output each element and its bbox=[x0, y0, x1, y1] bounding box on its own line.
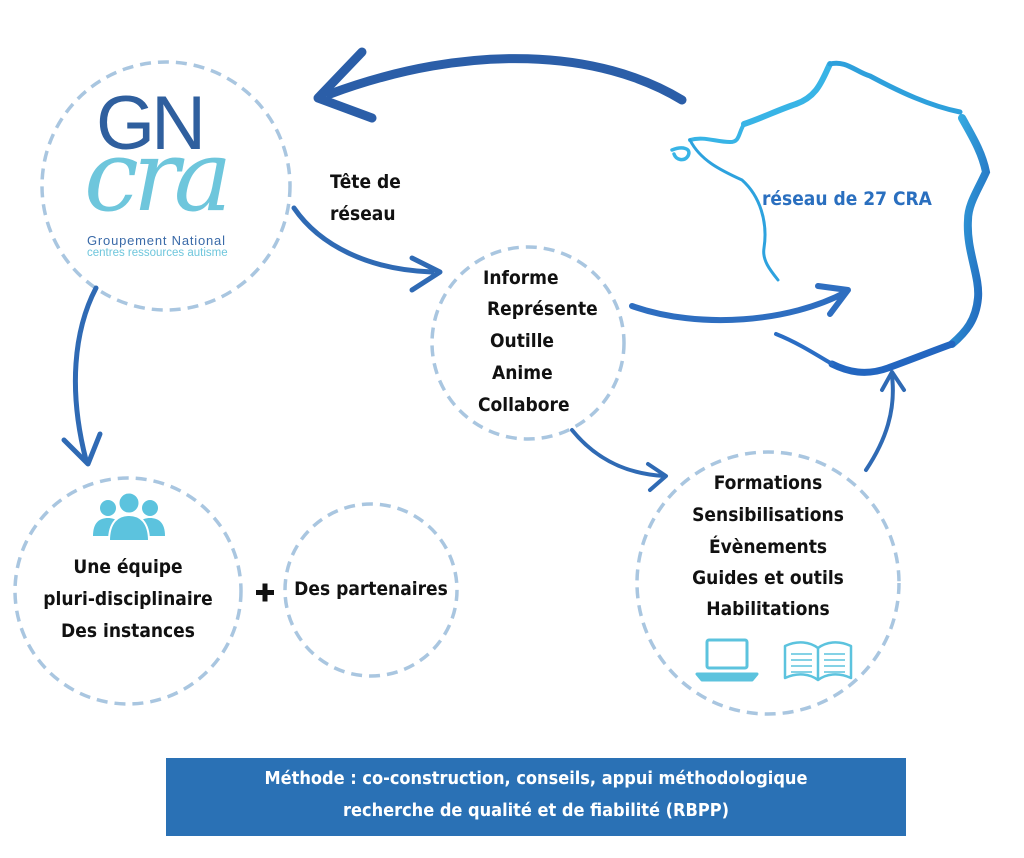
team-line1: Une équipe bbox=[73, 556, 183, 578]
partners-circle bbox=[283, 502, 459, 678]
head-label-line1: Tête de bbox=[330, 171, 401, 193]
logo-org-subtitle: centres ressources autisme bbox=[87, 247, 228, 259]
role-item: Informe bbox=[483, 267, 559, 289]
role-item: Outille bbox=[490, 330, 555, 352]
book-icon bbox=[783, 641, 853, 682]
output-item: Guides et outils bbox=[692, 567, 844, 589]
output-item: Formations bbox=[713, 472, 823, 494]
method-banner-line1: Méthode : co-construction, conseils, app… bbox=[264, 768, 808, 789]
arrow-roles-to-map bbox=[629, 283, 851, 324]
network-label: réseau de 27 CRA bbox=[762, 188, 932, 210]
role-item: Anime bbox=[492, 362, 553, 384]
outputs-circle bbox=[635, 450, 901, 716]
logo-sub-initials: cra bbox=[84, 120, 232, 234]
team-line2: pluri-disciplinaire bbox=[43, 588, 213, 610]
role-item: Représente bbox=[487, 298, 598, 320]
arrow-logo-to-roles bbox=[291, 205, 443, 293]
output-item: Sensibilisations bbox=[692, 504, 844, 526]
plus-sign bbox=[256, 583, 274, 602]
arrow-outputs-to-map bbox=[864, 370, 906, 472]
method-banner-line2: recherche de qualité et de fiabilité (RB… bbox=[343, 800, 729, 821]
team-line3: Des instances bbox=[61, 620, 195, 642]
arrow-logo-to-team bbox=[61, 285, 103, 467]
people-icon bbox=[93, 491, 165, 542]
arrow-map-to-logo bbox=[313, 47, 687, 123]
france-map bbox=[670, 60, 991, 376]
team-circle bbox=[13, 476, 243, 706]
partners-label: Des partenaires bbox=[294, 578, 448, 600]
logo-org-name: Groupement National bbox=[87, 233, 226, 248]
logo-initials: GN bbox=[96, 81, 206, 166]
role-item: Collabore bbox=[478, 394, 570, 416]
output-item: Habilitations bbox=[706, 598, 830, 620]
laptop-icon bbox=[695, 638, 759, 682]
arrow-roles-to-outputs bbox=[570, 428, 668, 492]
roles-circle bbox=[430, 245, 626, 441]
logo-circle bbox=[40, 60, 292, 312]
method-banner: Méthode : co-construction, conseils, app… bbox=[166, 758, 906, 836]
output-item: Évènements bbox=[708, 536, 828, 558]
head-label-line2: réseau bbox=[330, 203, 396, 225]
